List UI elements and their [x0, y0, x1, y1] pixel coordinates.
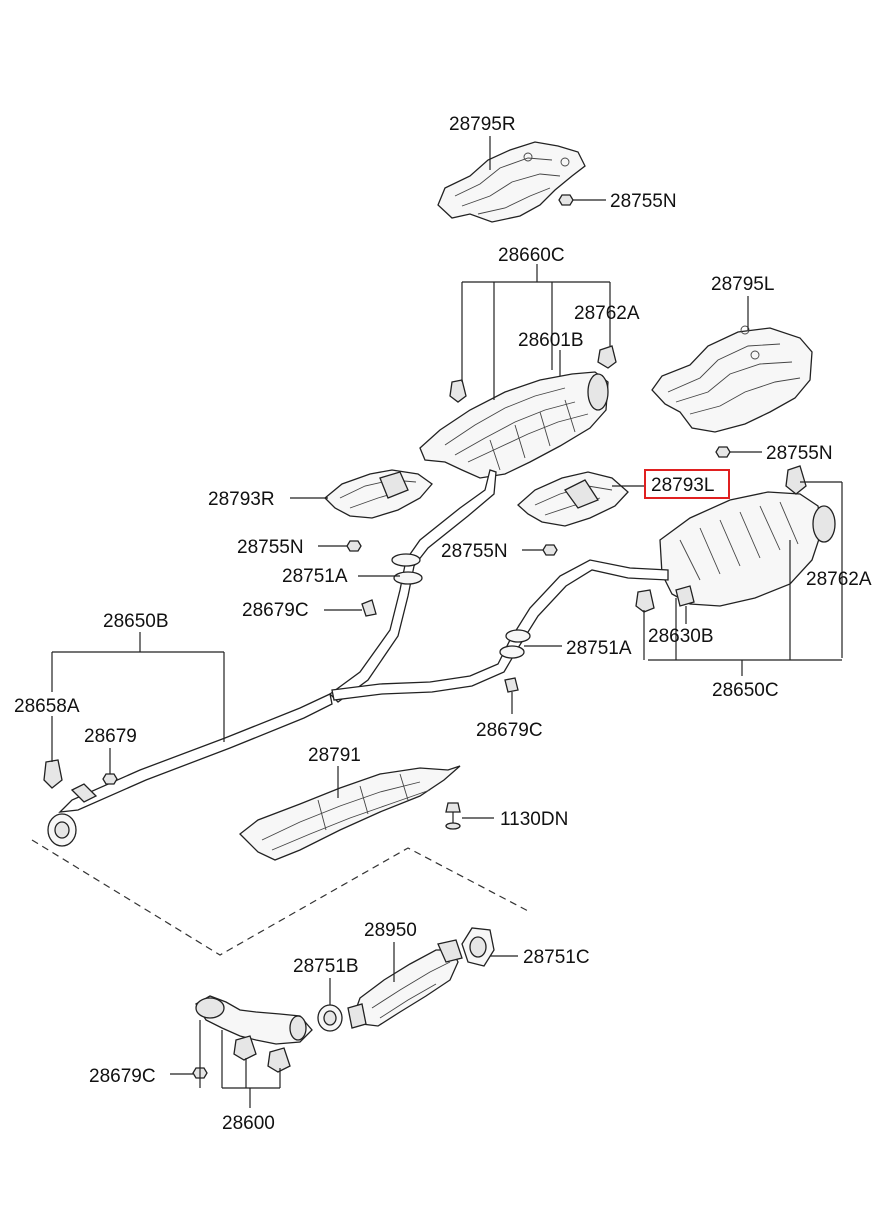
- label-28601B: 28601B: [518, 330, 584, 351]
- label-28679C-mid: 28679C: [476, 720, 543, 741]
- label-28630B: 28630B: [648, 626, 714, 647]
- catalytic-converter-28950: [347, 939, 463, 1029]
- bolt-28679: [102, 773, 118, 785]
- bolt-1130DN: [445, 802, 461, 830]
- label-28793R: 28793R: [208, 489, 275, 510]
- gasket-28751B: [317, 1004, 343, 1032]
- label-28762A-top: 28762A: [574, 303, 640, 324]
- heat-protector-28793R: [324, 469, 433, 519]
- label-28600: 28600: [222, 1113, 275, 1134]
- label-1130DN: 1130DN: [500, 809, 568, 830]
- gasket-28751C: [461, 927, 495, 967]
- heat-protector-28793L: [517, 471, 629, 527]
- label-28950: 28950: [364, 920, 417, 941]
- bolt-28679C-mid: [504, 677, 519, 693]
- label-28755N-mid: 28755N: [441, 541, 508, 562]
- label-28751C: 28751C: [523, 947, 590, 968]
- label-28658A: 28658A: [14, 696, 80, 717]
- nut-28755N-right: [715, 446, 731, 458]
- rear-muffler-28630B: [659, 491, 836, 607]
- hanger-28658A: [43, 759, 63, 789]
- label-28660C: 28660C: [498, 245, 565, 266]
- hanger-28762A-top: [449, 345, 617, 403]
- label-28751B: 28751B: [293, 956, 359, 977]
- nut-28755N-mid: [542, 544, 558, 556]
- nut-28755N-left: [346, 540, 362, 552]
- heat-protector-28795R: [437, 141, 586, 223]
- leader-lines: [51, 136, 843, 1108]
- label-28791: 28791: [308, 745, 361, 766]
- nut-28755N-top: [558, 194, 574, 206]
- label-28793L: 28793L: [651, 475, 714, 496]
- highlight-box: [644, 469, 730, 499]
- label-28755N-left: 28755N: [237, 537, 304, 558]
- label-28650B: 28650B: [103, 611, 169, 632]
- label-28679: 28679: [84, 726, 137, 747]
- label-28762A-right: 28762A: [806, 569, 872, 590]
- front-pipe-28600: [195, 995, 313, 1073]
- label-28679C-upper: 28679C: [242, 600, 309, 621]
- label-28650C: 28650C: [712, 680, 779, 701]
- label-28755N-right: 28755N: [766, 443, 833, 464]
- heat-protector-28795L: [651, 325, 813, 433]
- label-28795R: 28795R: [449, 114, 516, 135]
- label-28755N-top: 28755N: [610, 191, 677, 212]
- exhaust-pipe-system: [47, 469, 669, 847]
- label-28751A-lower: 28751A: [566, 638, 632, 659]
- bolt-28679C-upper: [361, 599, 377, 617]
- label-28795L: 28795L: [711, 274, 774, 295]
- label-28679C-bottom: 28679C: [89, 1066, 156, 1087]
- dashed-connection-line: [31, 839, 531, 956]
- hanger-28762A-right: [635, 465, 807, 613]
- center-muffler-28601B: [419, 371, 609, 479]
- label-28751A-upper: 28751A: [282, 566, 348, 587]
- heat-protector-28791: [239, 765, 461, 861]
